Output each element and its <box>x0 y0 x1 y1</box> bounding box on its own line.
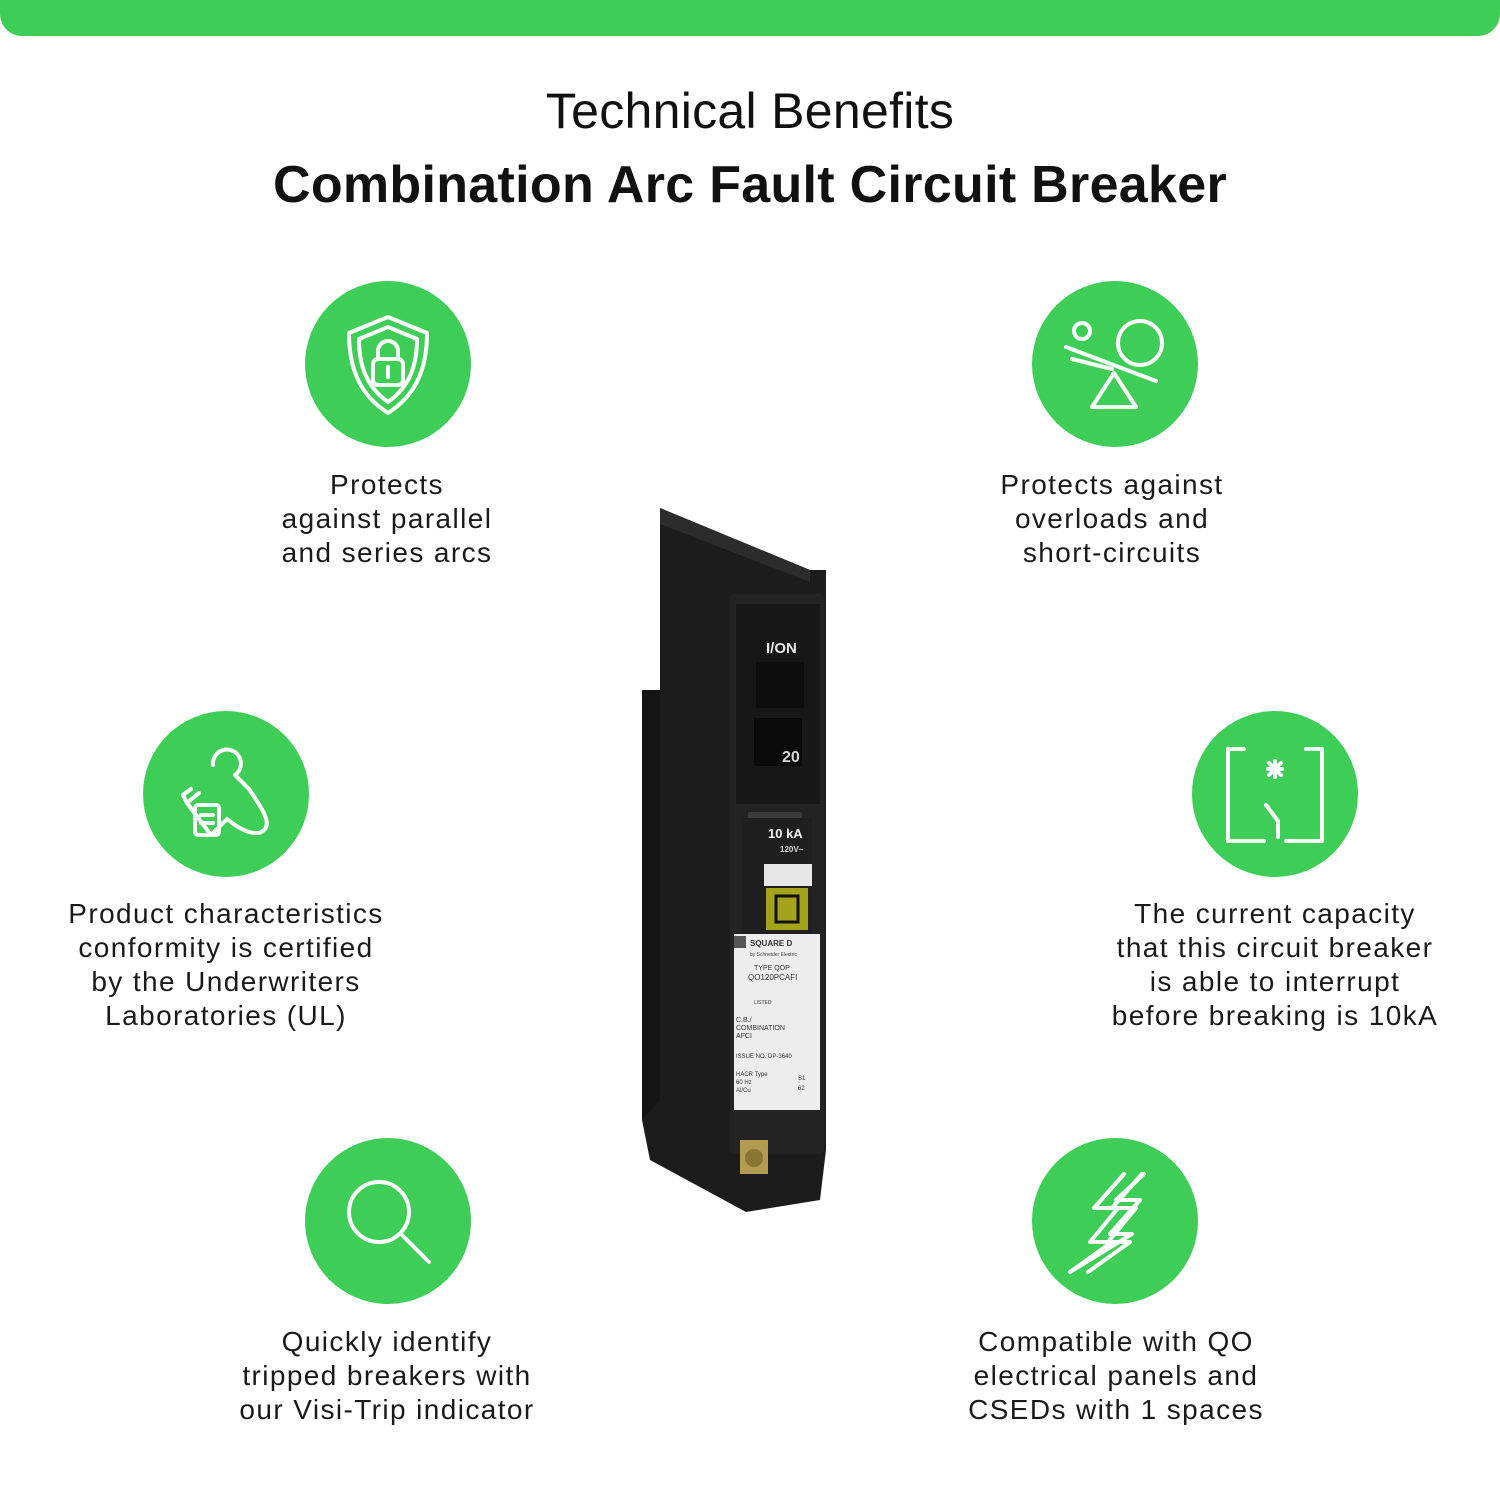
label-brand: SQUARE D <box>750 939 792 948</box>
label-brand-sub: by Schneider Electric <box>750 952 797 958</box>
certificate-puzzle-icon <box>143 711 309 877</box>
top-accent-bar <box>0 0 1500 36</box>
page-subtitle: Technical Benefits <box>545 83 955 139</box>
amp-rating: 20 <box>782 749 800 766</box>
label-s2: 62 <box>798 1086 805 1092</box>
label-hacr: HACR Type <box>736 1072 768 1078</box>
lightning-bolt-icon <box>1032 1138 1198 1304</box>
benefit-label-overloads: Protects against overloads and short-cir… <box>1000 469 1224 568</box>
benefit-label-capacity: The current capacity that this circuit b… <box>1111 898 1439 1031</box>
label-s1: S1 <box>798 1076 806 1082</box>
switch-on-label: I/ON <box>766 640 797 657</box>
benefit-label-ul: Product characteristics conformity is ce… <box>68 898 384 1031</box>
label-cert-2: COMBINATION <box>736 1025 785 1032</box>
shield-lock-icon <box>305 281 471 447</box>
magnifier-search-icon <box>305 1138 471 1304</box>
benefit-label-compatible: Compatible with QO electrical panels and… <box>968 1326 1264 1425</box>
circuit-breaker-switch-icon <box>1192 711 1358 877</box>
label-issue: ISSUE NO. DP-3640 <box>736 1054 792 1060</box>
label-model: QO120PCAFI <box>748 973 797 982</box>
label-freq: 60 Hz <box>736 1080 752 1086</box>
balance-seesaw-icon <box>1032 281 1198 447</box>
kaic-rating: 10 kA <box>768 826 803 841</box>
page-title: Combination Arc Fault Circuit Breaker <box>272 156 1227 214</box>
label-cert-3: AFCI <box>736 1033 752 1040</box>
label-conductor: Al/Cu <box>736 1088 751 1094</box>
label-listed: LISTED <box>754 1000 772 1006</box>
benefit-label-visitrip: Quickly identify tripped breakers with o… <box>239 1326 535 1425</box>
label-type: TYPE QOP <box>754 965 790 972</box>
circuit-breaker-product-image: I/ON 20 10 kA 120V~ SQUARE D by Schneide… <box>630 500 840 1220</box>
voltage-rating: 120V~ <box>780 845 804 854</box>
benefit-label-arcs: Protects against parallel and series arc… <box>281 469 493 568</box>
label-cert-1: C.B./ <box>736 1017 752 1024</box>
